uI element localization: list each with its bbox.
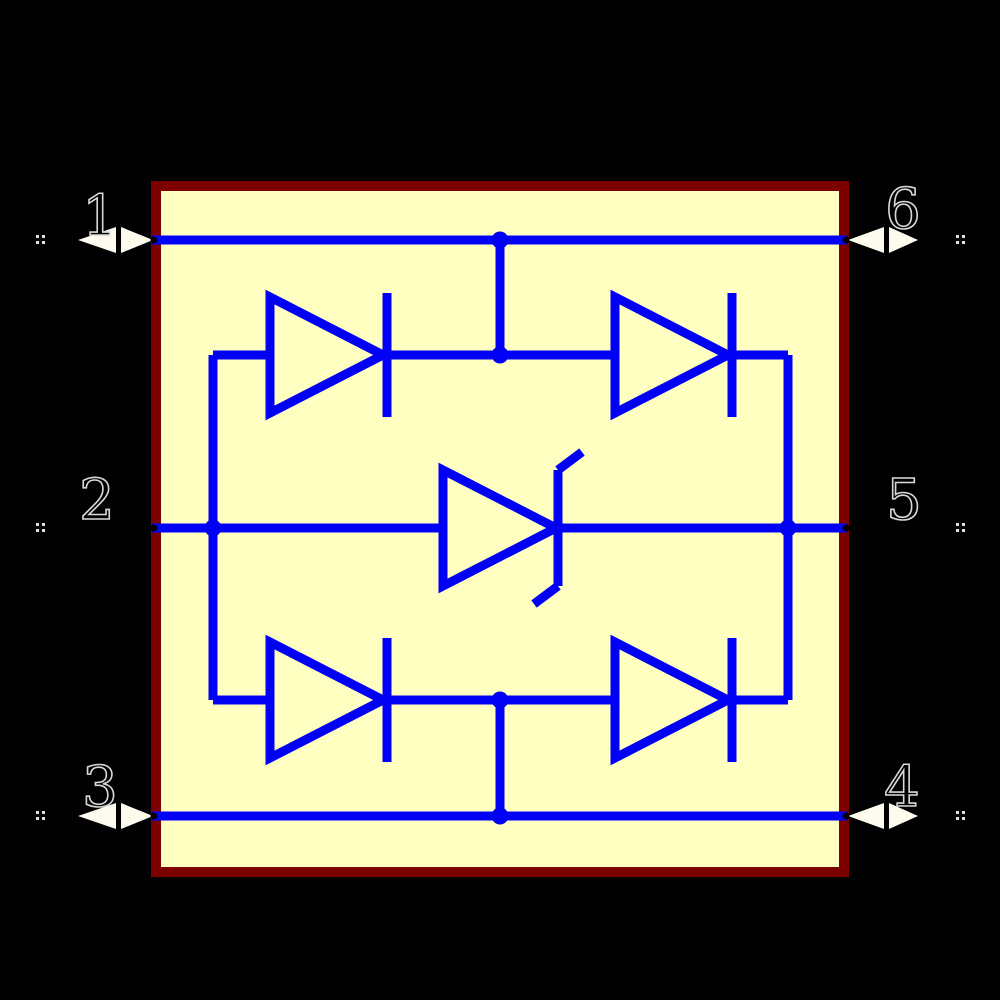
diode-bottom-right[interactable] <box>610 634 738 766</box>
pin-4-endpoint <box>842 812 850 820</box>
junction-dots <box>204 231 797 825</box>
zener-bottom-tail <box>531 582 561 608</box>
pin-6-right-arrow-icon <box>889 227 918 253</box>
pin-6-marker <box>956 235 965 244</box>
pin-6-endpoint <box>842 236 850 244</box>
diode-bottom-left[interactable] <box>265 634 393 766</box>
pin-5-endpoint <box>842 524 850 532</box>
pin-3[interactable]: 3 <box>36 754 158 829</box>
pin-3-endpoint <box>150 812 158 820</box>
pin-2-marker <box>36 523 45 532</box>
diode-top-right[interactable] <box>610 289 738 421</box>
pin-1-marker <box>36 235 45 244</box>
pin-3-marker <box>36 811 45 820</box>
pin-5[interactable]: 5 <box>842 467 966 534</box>
pin-6-number: 6 <box>885 177 921 242</box>
zener-triangle <box>438 462 566 594</box>
pin-1-right-arrow-icon <box>121 227 153 253</box>
pin-1-endpoint <box>150 236 158 244</box>
pin-4-left-arrow-icon <box>848 803 884 829</box>
zener-diode-center[interactable] <box>438 448 585 608</box>
junction-dot <box>204 519 222 537</box>
pin-4[interactable]: 4 <box>842 754 966 829</box>
pin-4-marker <box>956 811 965 820</box>
pin-2-number: 2 <box>79 468 115 533</box>
pin-4-right-arrow-icon <box>889 803 918 829</box>
diode-triangle <box>610 634 738 766</box>
junction-dot <box>491 231 509 249</box>
pin-2[interactable]: 2 <box>36 467 158 534</box>
junction-dot <box>491 691 509 709</box>
pin-1[interactable]: 1 <box>36 183 158 253</box>
pin-6[interactable]: 6 <box>842 176 966 253</box>
junction-dot <box>491 346 509 364</box>
junction-dot <box>491 807 509 825</box>
diode-triangle <box>265 289 393 421</box>
pin-6-left-arrow-icon <box>848 227 884 253</box>
pin-4-number: 4 <box>884 755 920 820</box>
pin-1-number: 1 <box>82 184 118 249</box>
pin-3-right-arrow-icon <box>121 803 153 829</box>
zener-top-tail <box>555 448 585 474</box>
pin-3-left-arrow-icon <box>78 803 116 829</box>
junction-dot <box>779 519 797 537</box>
diode-triangle <box>610 289 738 421</box>
pin-1-left-arrow-icon <box>78 227 116 253</box>
diode-top-left[interactable] <box>265 289 393 421</box>
pin-2-endpoint <box>150 524 158 532</box>
pin-3-number: 3 <box>82 755 118 820</box>
pin-5-number: 5 <box>886 468 922 533</box>
diode-triangle <box>265 634 393 766</box>
pin-5-marker <box>956 523 965 532</box>
